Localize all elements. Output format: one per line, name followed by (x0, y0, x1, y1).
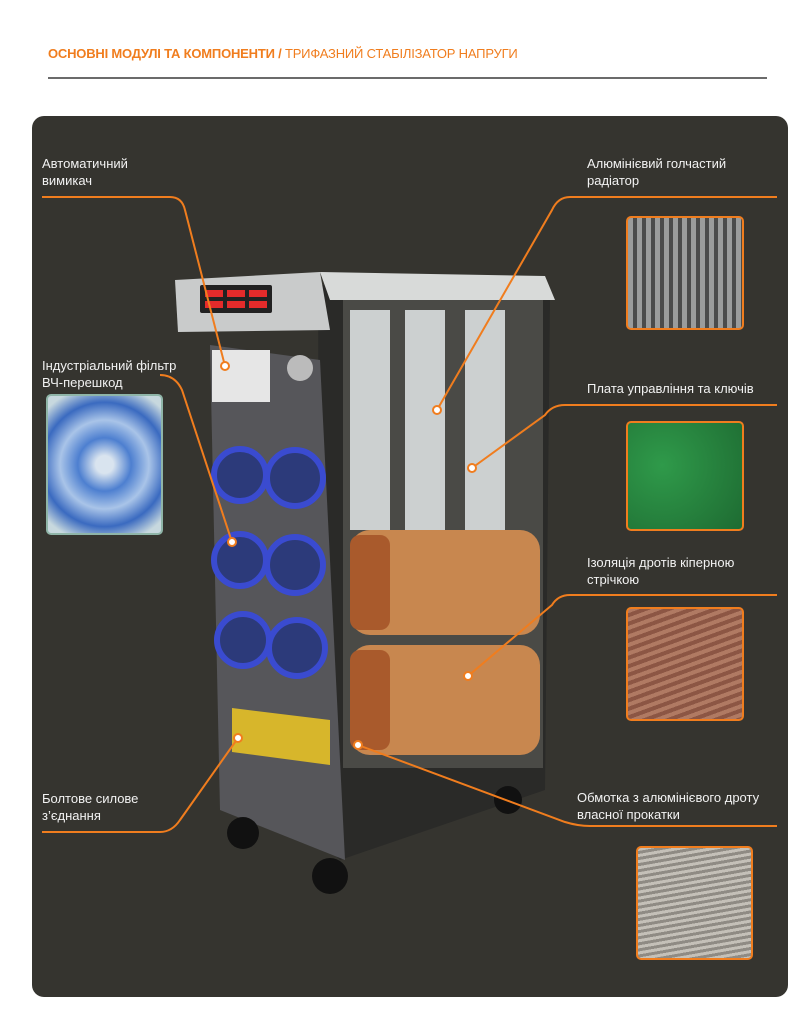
page-header: ОСНОВНІ МОДУЛІ ТА КОМПОНЕНТИ / ТРИФАЗНИЙ… (48, 46, 518, 61)
section-title: ОСНОВНІ МОДУЛІ ТА КОМПОНЕНТИ (48, 46, 275, 61)
radiator-photo (626, 216, 744, 330)
callout-board: Плата управління та ключів (587, 380, 754, 397)
label: радіатор (587, 173, 640, 188)
label: Автоматичний (42, 156, 128, 171)
label: Ізоляція дротів кіперною (587, 555, 735, 570)
callout-insulation: Ізоляція дротів кіперною стрічкою (587, 554, 734, 588)
label: вимикач (42, 173, 93, 188)
label: Обмотка з алюмінієвого дроту (577, 790, 760, 805)
subtitle: ТРИФАЗНИЙ СТАБІЛІЗАТОР НАПРУГИ (284, 46, 518, 61)
callout-bolt: Болтове силове з’єднання (42, 790, 138, 824)
label: ВЧ-перешкод (42, 375, 123, 390)
callout-breaker: Автоматичний вимикач (42, 155, 128, 189)
callout-radiator: Алюмінієвий голчастий радіатор (587, 155, 726, 189)
label: Болтове силове (42, 791, 139, 806)
control-board-photo (626, 421, 744, 531)
label: Індустріальний фільтр (42, 358, 177, 373)
label: з’єднання (42, 808, 101, 823)
label: стрічкою (587, 572, 640, 587)
leader-lines (42, 196, 777, 833)
label: Плата управління та ключів (587, 381, 754, 396)
label: Алюмінієвий голчастий (587, 156, 727, 171)
callout-winding: Обмотка з алюмінієвого дроту власної прок… (577, 789, 759, 823)
stabilizer-cabinet (175, 272, 555, 894)
separator: / (274, 46, 285, 61)
insulation-photo (626, 607, 744, 721)
label: власної прокатки (577, 807, 680, 822)
divider (48, 77, 767, 79)
winding-photo (636, 846, 753, 960)
filter-photo (46, 394, 163, 535)
callout-dots (220, 361, 477, 750)
